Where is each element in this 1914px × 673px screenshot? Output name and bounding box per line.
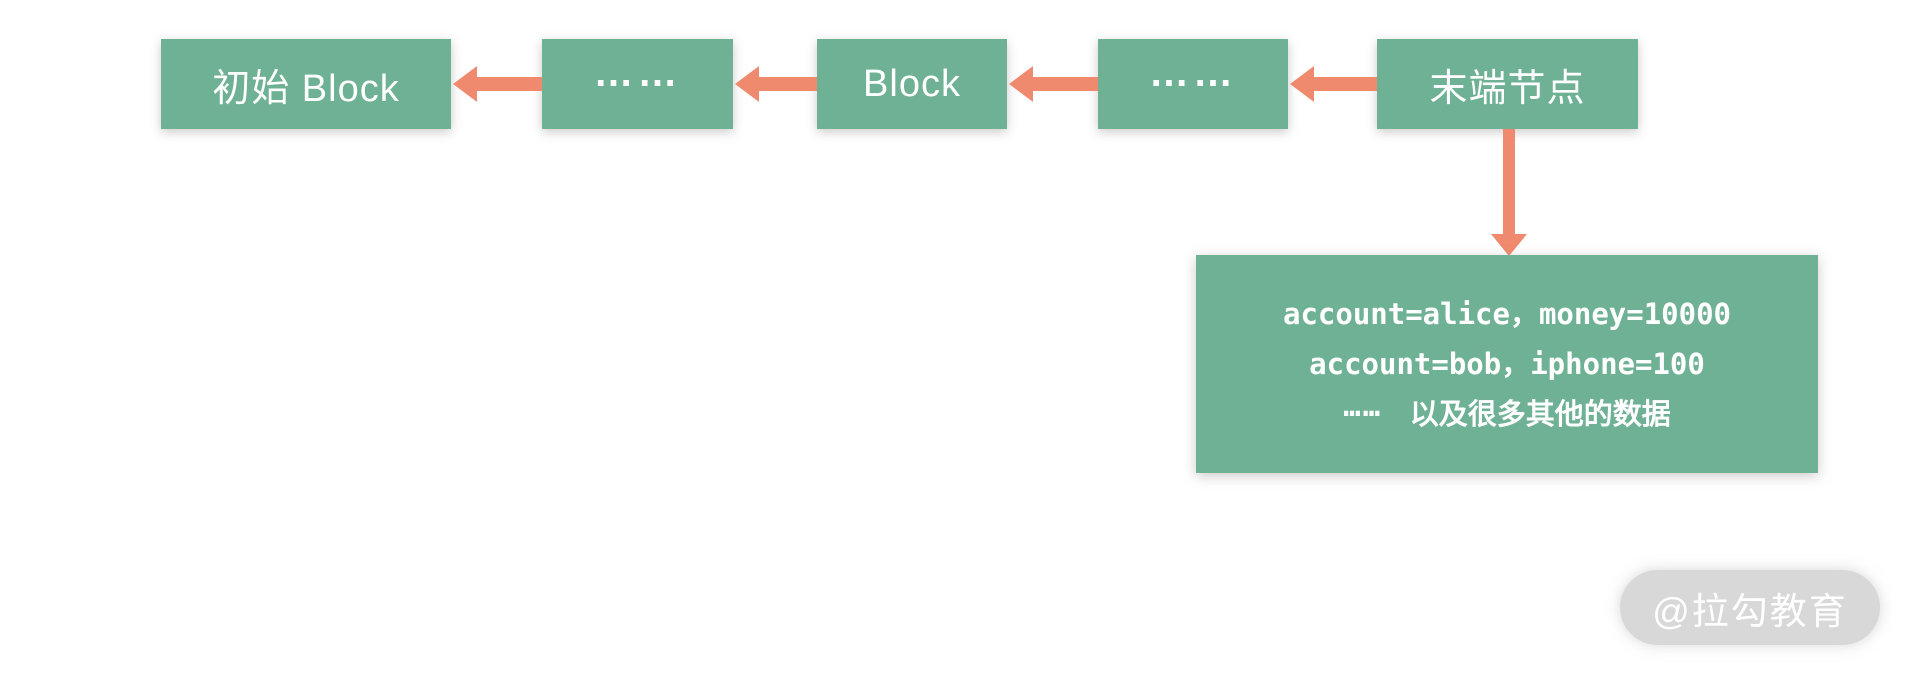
data-line-1: account=alice，money=10000 xyxy=(1282,296,1732,331)
node-label: …… xyxy=(593,50,682,95)
arrow-left-icon xyxy=(1290,66,1377,102)
node-ellipsis-1: …… xyxy=(542,39,733,129)
node-label: Block xyxy=(863,62,961,105)
arrow-left-icon xyxy=(735,66,817,102)
watermark-badge: @拉勾教育 xyxy=(1620,570,1880,645)
tail-node-data-box: account=alice，money=10000 account=bob，ip… xyxy=(1196,255,1818,473)
node-tail: 末端节点 xyxy=(1377,39,1638,129)
node-label: 末端节点 xyxy=(1429,67,1586,110)
watermark-text: @拉勾教育 xyxy=(1652,590,1848,632)
arrow-down-icon xyxy=(1491,129,1527,256)
ellipsis-text: …… xyxy=(1343,388,1383,423)
data-line-3: …… 以及很多其他的数据 xyxy=(1343,389,1670,440)
data-line-2: account=bob，iphone=100 xyxy=(1309,346,1705,381)
node-ellipsis-2: …… xyxy=(1098,39,1288,129)
node-label: 初始 Block xyxy=(212,67,400,110)
node-genesis-block: 初始 Block xyxy=(161,39,451,129)
node-label: …… xyxy=(1149,50,1237,95)
arrow-left-icon xyxy=(1009,66,1098,102)
arrow-left-icon xyxy=(453,66,542,102)
other-data-text: 以及很多其他的数据 xyxy=(1409,398,1671,431)
node-middle-block: Block xyxy=(817,39,1007,129)
